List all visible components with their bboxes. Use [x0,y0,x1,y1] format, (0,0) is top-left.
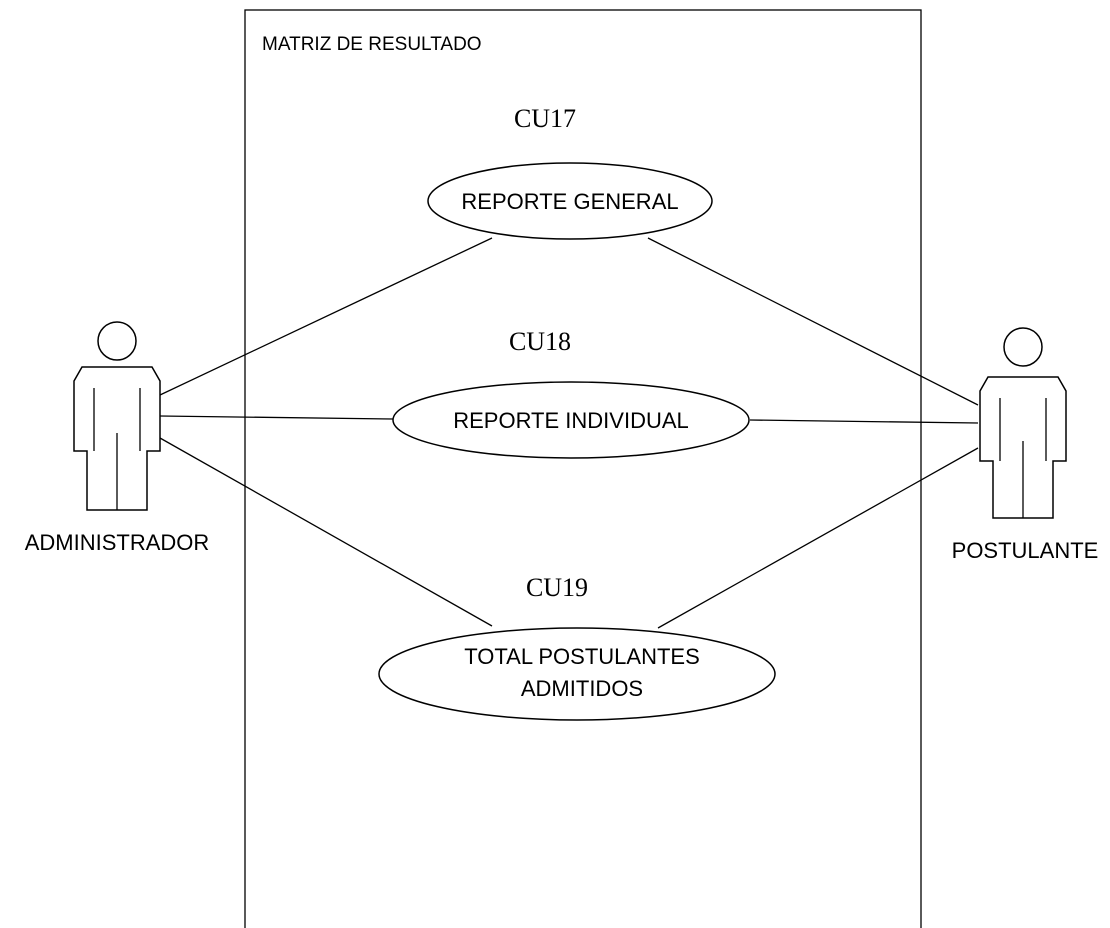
associations [159,237,979,629]
system-boundary [244,9,922,928]
association-postulante-cu17 [647,237,979,406]
use-case-name: REPORTE INDIVIDUAL [453,408,689,433]
association-admin-cu17 [159,237,493,396]
use-case-id: CU18 [509,327,571,356]
association-postulante-cu19 [657,447,979,629]
actor-administrador[interactable]: ADMINISTRADOR [25,321,210,555]
use-case-ellipse [378,627,776,721]
association-admin-cu18 [159,415,394,420]
use-case-cu18[interactable]: CU18 REPORTE INDIVIDUAL [392,327,750,459]
use-case-cu19[interactable]: CU19 TOTAL POSTULANTES ADMITIDOS [378,573,776,721]
use-case-cu17[interactable]: CU17 REPORTE GENERAL [427,104,713,240]
actor-label: ADMINISTRADOR [25,530,210,555]
association-postulante-cu18 [749,419,979,424]
actor-label: POSTULANTE [952,538,1099,563]
use-case-id: CU19 [526,573,588,602]
use-case-id: CU17 [514,104,576,133]
actor-figure-icon [73,321,161,511]
system-title: MATRIZ DE RESULTADO [262,34,482,55]
use-case-name-line2: ADMITIDOS [521,676,643,701]
actor-postulante[interactable]: POSTULANTE [952,327,1099,563]
use-case-name-line1: TOTAL POSTULANTES [464,644,700,669]
use-case-ellipse [392,381,750,459]
use-case-ellipse [427,162,713,240]
use-case-name: REPORTE GENERAL [461,189,678,214]
association-admin-cu19 [159,437,493,627]
actor-figure-icon [979,327,1067,519]
